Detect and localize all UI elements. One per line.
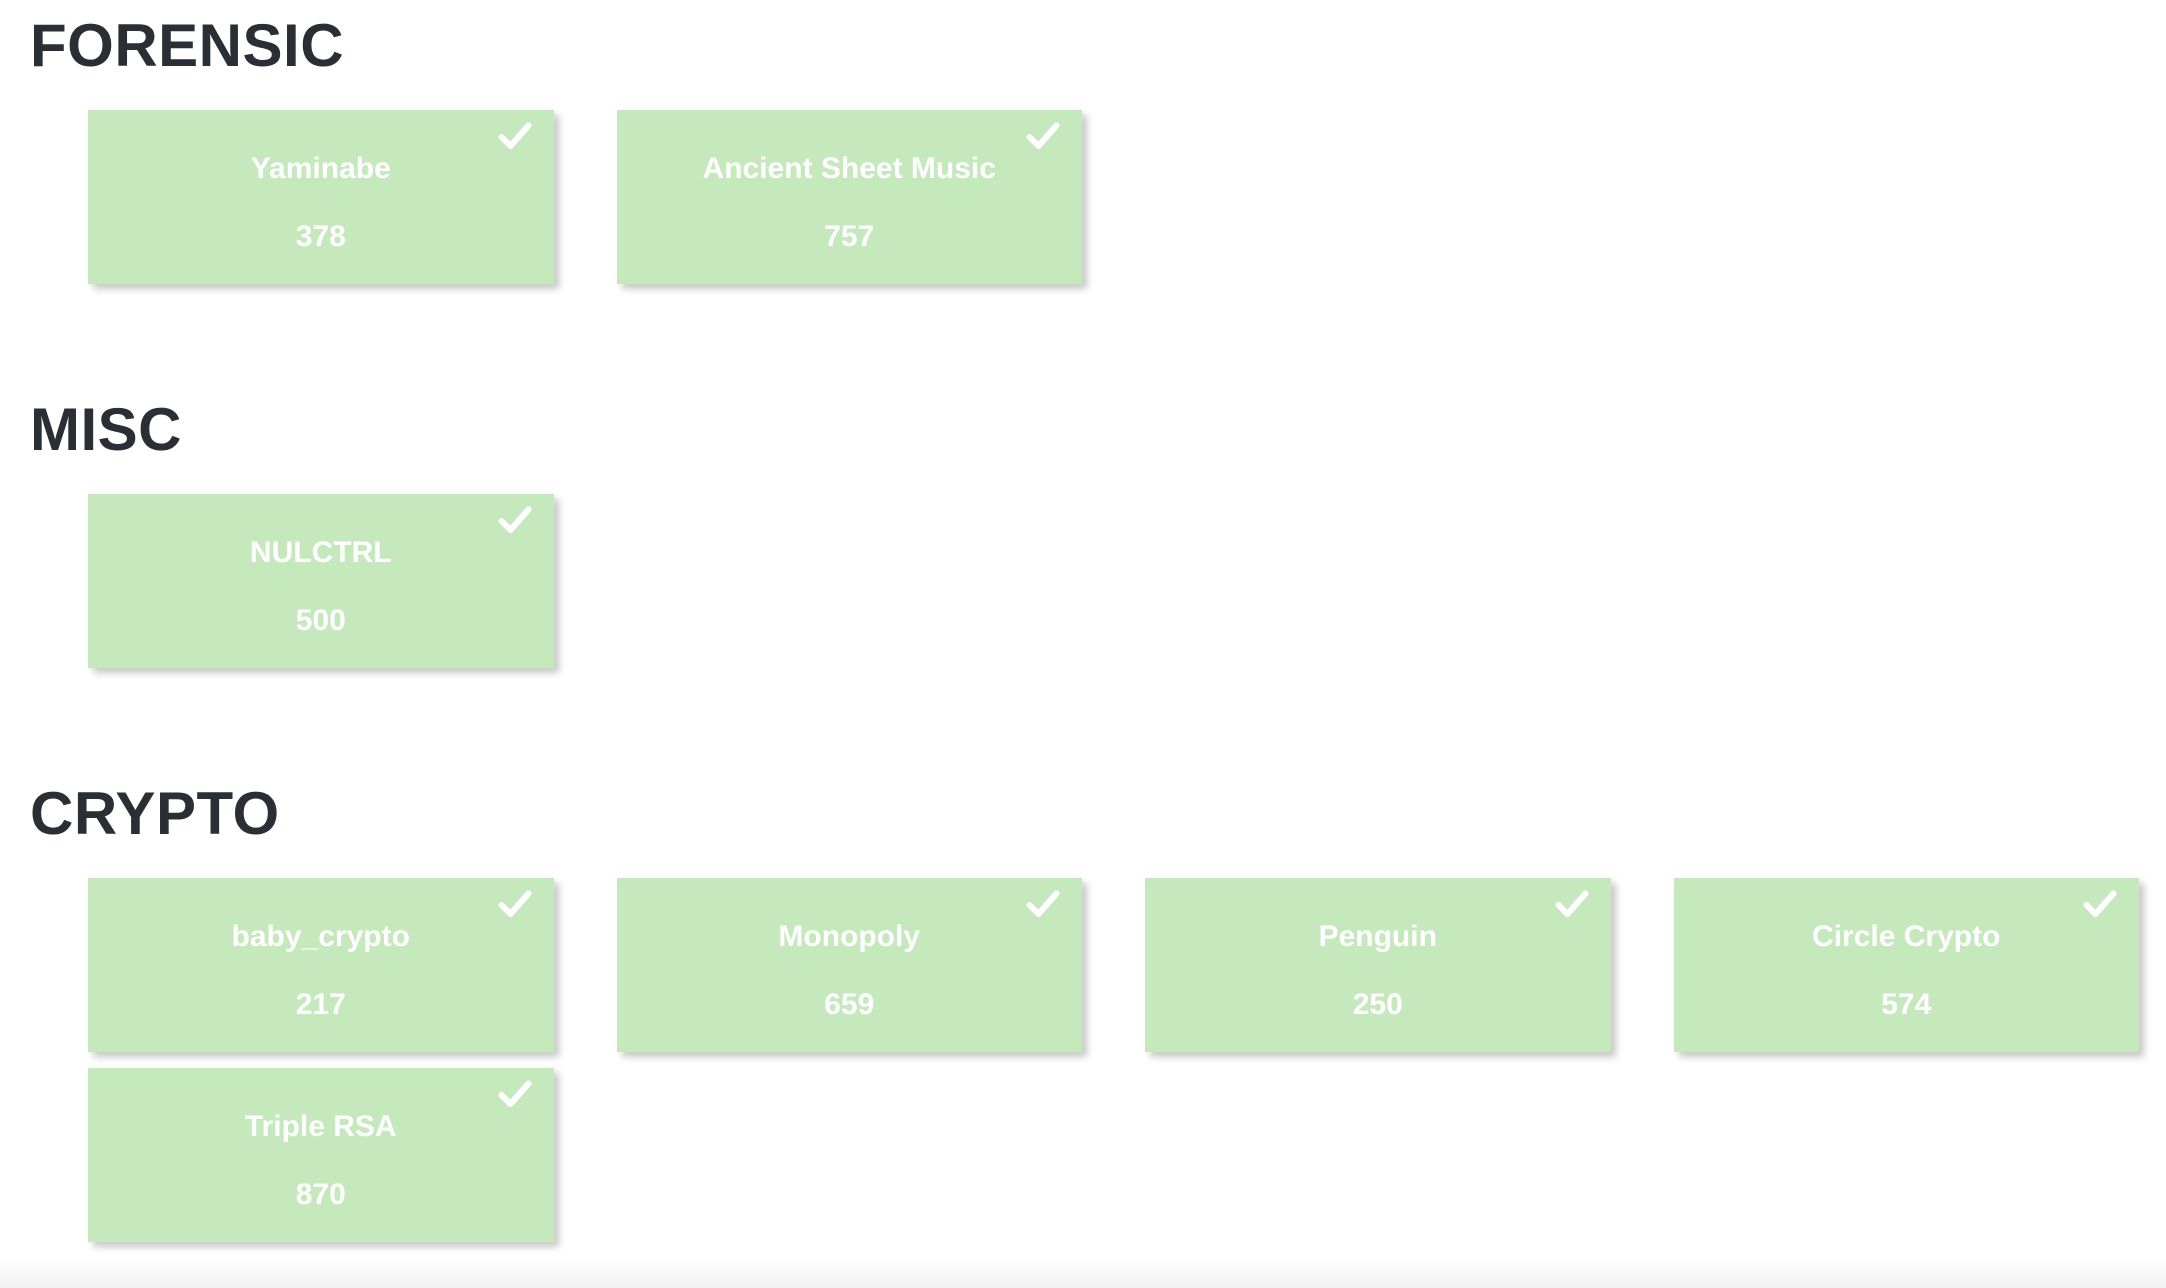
section-title: CRYPTO — [30, 780, 280, 847]
solved-check-icon — [498, 506, 532, 534]
challenge-points: 870 — [295, 1178, 346, 1211]
challenge-section: FORENSIC Yaminabe 378 Ancient Sheet Musi… — [30, 10, 2139, 284]
challenge-name: Penguin — [1318, 920, 1437, 953]
challenge-section: MISC NULCTRL 500 — [30, 394, 2139, 668]
challenge-card[interactable]: NULCTRL 500 — [88, 494, 554, 668]
challenge-points: 378 — [295, 220, 346, 253]
challenge-points: 250 — [1352, 988, 1403, 1021]
challenge-grid: Yaminabe 378 Ancient Sheet Music 757 — [88, 110, 2139, 284]
challenge-name: NULCTRL — [249, 536, 392, 569]
challenge-name: Monopoly — [778, 920, 921, 953]
challenge-grid: NULCTRL 500 — [88, 494, 2139, 668]
solved-check-icon — [498, 1080, 532, 1108]
solved-check-icon — [1026, 122, 1060, 150]
challenge-section: CRYPTO baby_crypto 217 Monopoly 659 Peng… — [30, 778, 2139, 1242]
challenge-grid: baby_crypto 217 Monopoly 659 Penguin 250… — [88, 878, 2139, 1242]
challenge-name: Yaminabe — [250, 152, 391, 185]
challenge-card[interactable]: Circle Crypto 574 — [1673, 878, 2139, 1052]
solved-check-icon — [1555, 890, 1589, 918]
challenge-board: FORENSIC Yaminabe 378 Ancient Sheet Musi… — [30, 10, 2139, 1242]
challenge-points: 217 — [295, 988, 346, 1021]
challenge-card[interactable]: Yaminabe 378 — [88, 110, 554, 284]
challenge-points: 757 — [824, 220, 875, 253]
challenge-name: Ancient Sheet Music — [702, 152, 996, 185]
solved-check-icon — [1026, 890, 1060, 918]
challenge-name: Circle Crypto — [1812, 920, 2001, 953]
challenge-points: 659 — [824, 988, 875, 1021]
solved-check-icon — [498, 890, 532, 918]
challenge-card[interactable]: Monopoly 659 — [616, 878, 1082, 1052]
challenge-name: Triple RSA — [244, 1110, 397, 1143]
challenge-name: baby_crypto — [231, 920, 410, 953]
solved-check-icon — [2083, 890, 2117, 918]
challenge-card[interactable]: Ancient Sheet Music 757 — [616, 110, 1082, 284]
challenge-card[interactable]: Penguin 250 — [1145, 878, 1611, 1052]
challenge-card[interactable]: baby_crypto 217 — [88, 878, 554, 1052]
solved-check-icon — [498, 122, 532, 150]
section-title: FORENSIC — [30, 12, 345, 79]
challenge-card[interactable]: Triple RSA 870 — [88, 1068, 554, 1242]
section-title: MISC — [30, 396, 182, 463]
challenge-points: 500 — [295, 604, 346, 637]
page-footer — [0, 1258, 2166, 1288]
challenge-points: 574 — [1881, 988, 1932, 1021]
